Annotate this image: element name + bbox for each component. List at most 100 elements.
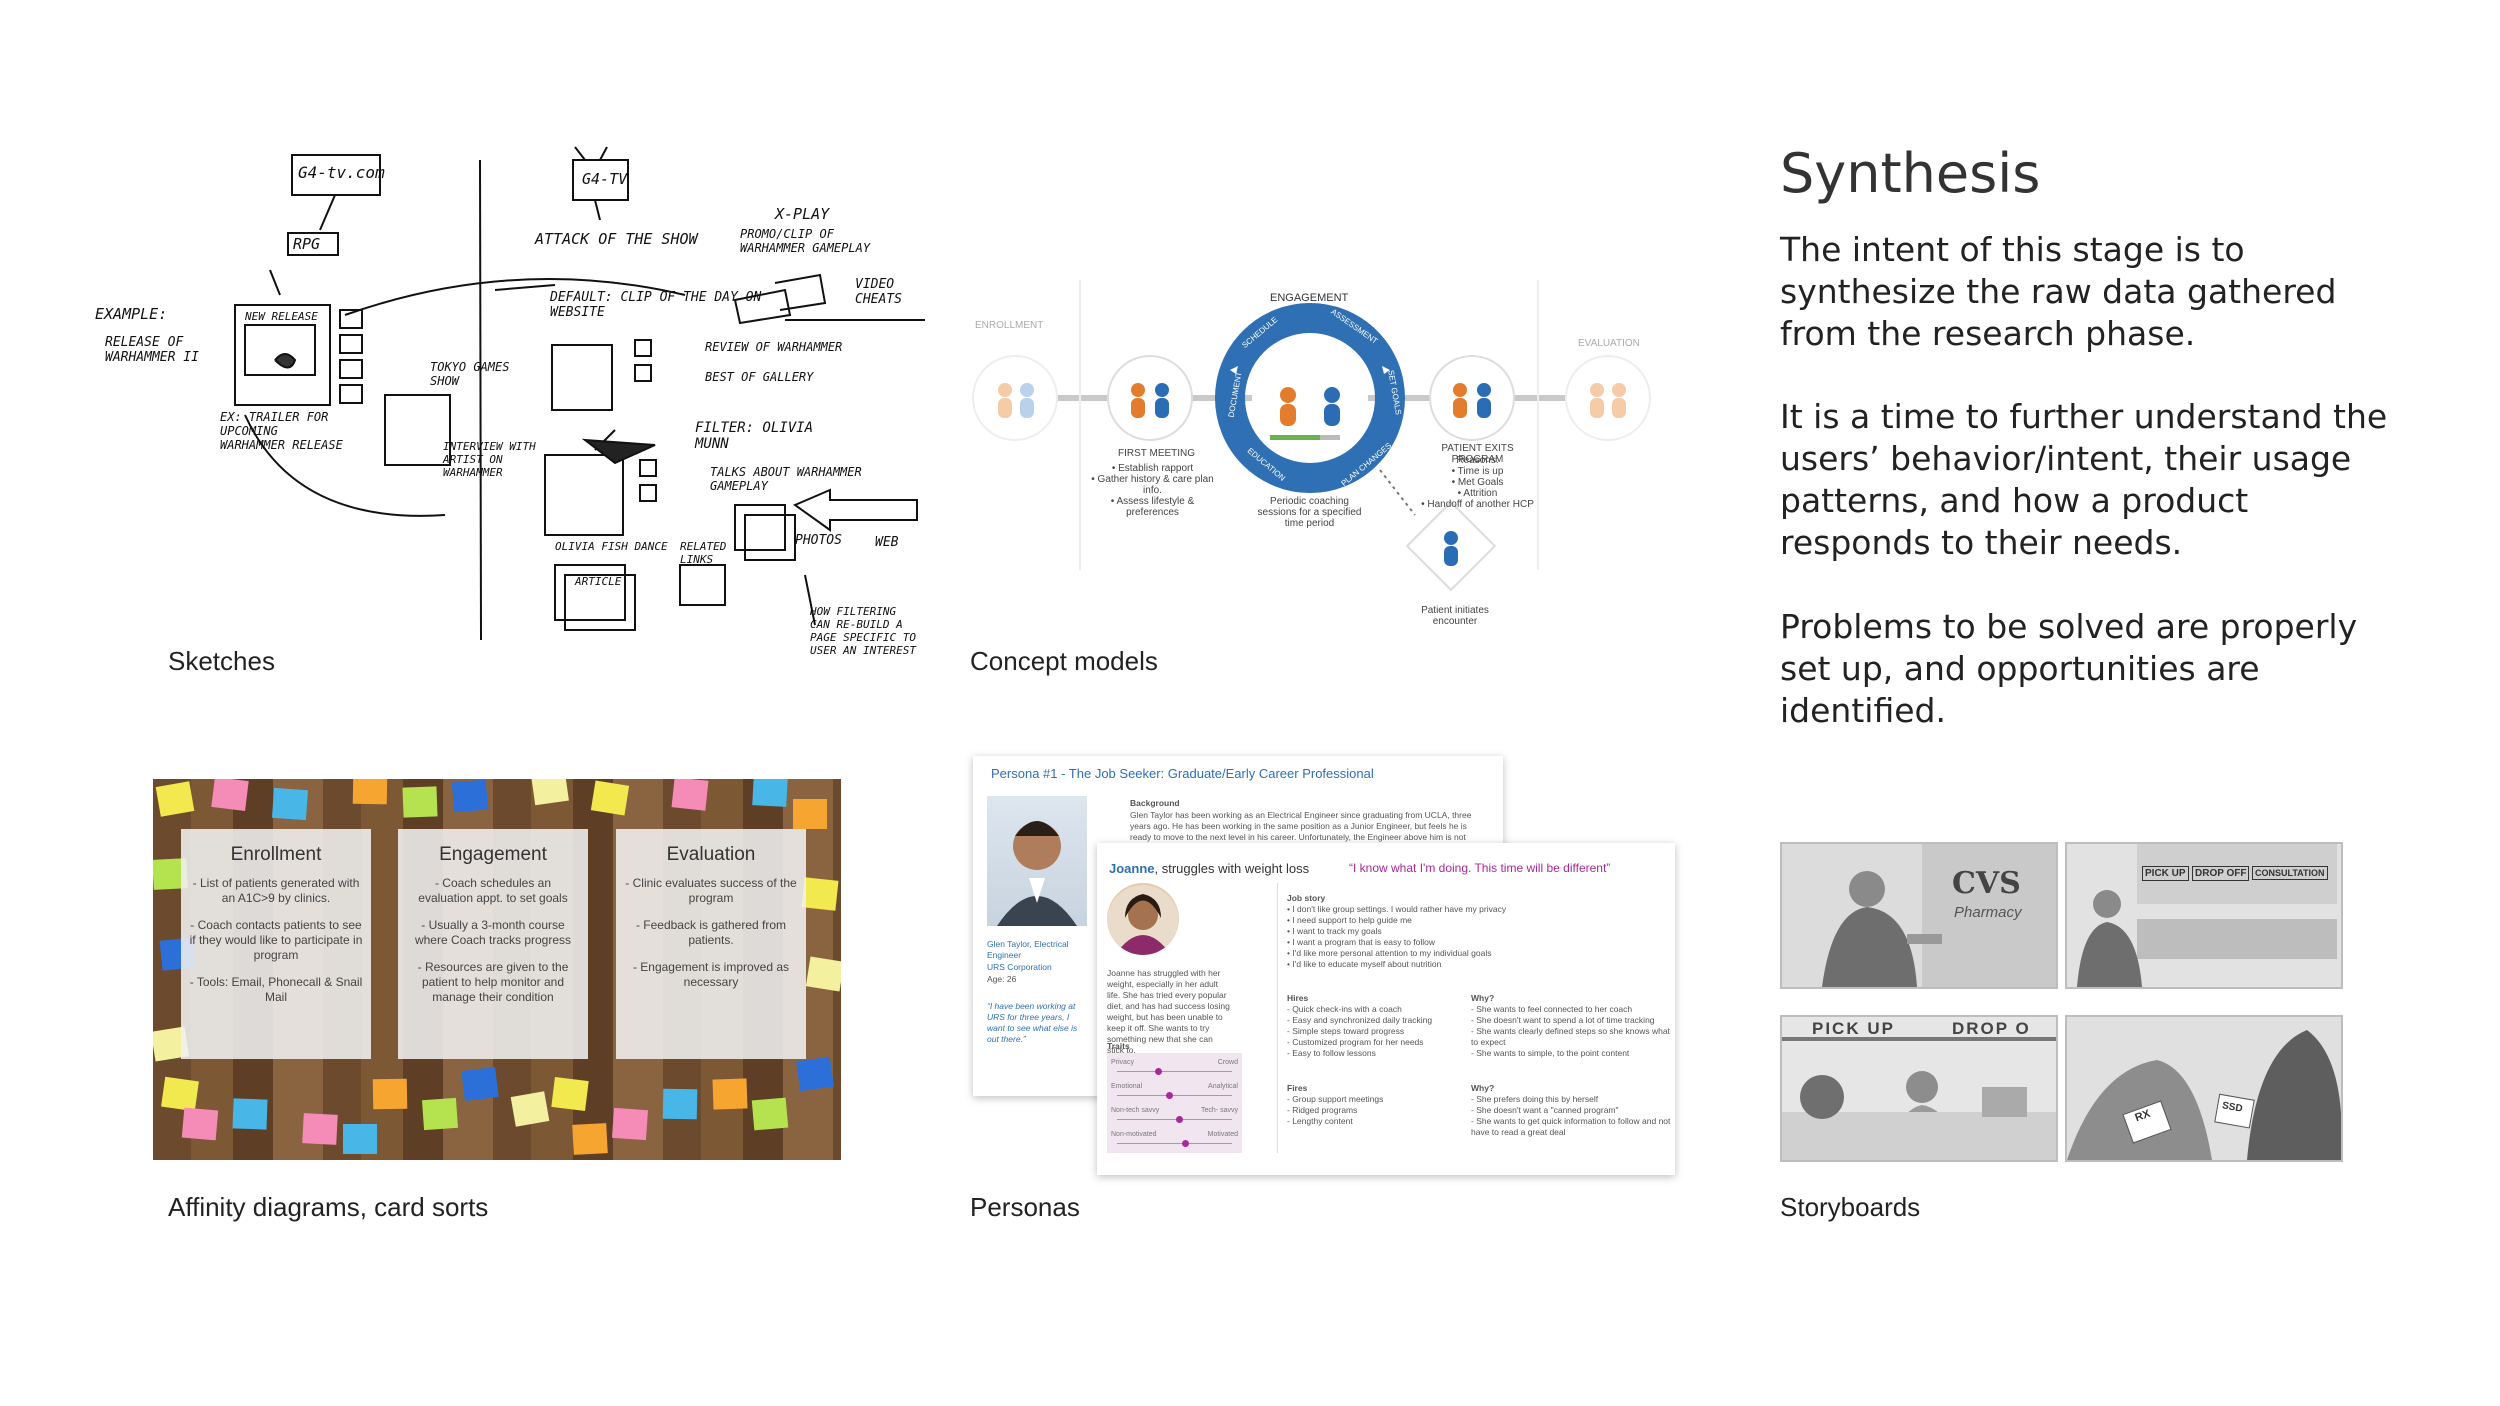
storyboard-frame-2: PICK UP DROP OFF CONSULTATION	[2065, 842, 2343, 989]
sticky-note	[461, 1067, 499, 1101]
trait-track	[1117, 1071, 1232, 1072]
sticky-note	[343, 1124, 377, 1154]
storyboard-consultation-sign: CONSULTATION	[2252, 866, 2328, 880]
caption-concept-models: Concept models	[970, 646, 1158, 676]
trait-marker	[1181, 1140, 1189, 1147]
sticky-note	[662, 1088, 698, 1120]
exit-reason: • Handoff of another HCP	[1421, 499, 1534, 510]
trait-left-label: Privacy	[1111, 1059, 1134, 1066]
sketch-label-rpg: RPG	[293, 235, 321, 253]
concept-evaluation-label: EVALUATION	[1578, 338, 1640, 349]
trait-right-label: Tech- savvy	[1201, 1107, 1238, 1114]
storyboard-drop-banner: DROP O	[1952, 1019, 2031, 1038]
hires-item: - Easy to follow lessons	[1287, 1048, 1376, 1058]
persona1-company: URS Corporation	[987, 962, 1052, 972]
persona2-bio: Joanne has struggled with her weight, es…	[1107, 968, 1230, 1055]
affinity-photo: Enrollment - List of patients generated …	[153, 779, 841, 1160]
sketch-label-attack: ATTACK OF THE SHOW	[535, 230, 698, 248]
sketch-label-olivia: OLIVIA FISH DANCE	[555, 540, 668, 553]
trait-row: Non-tech savvy Tech- savvy	[1107, 1107, 1242, 1127]
storyboard-dropoff-sign: DROP OFF	[2192, 866, 2250, 881]
affinity-card-item: - Coach contacts patients to see if they…	[189, 918, 363, 962]
concept-engagement-label: ENGAGEMENT	[1270, 292, 1349, 304]
sketch-label-gallery: BEST OF GALLERY	[705, 370, 814, 384]
sticky-note	[181, 1107, 219, 1141]
concept-exits: PATIENT EXITS PROGRAM	[1441, 443, 1514, 465]
affinity-card-item: - Clinic evaluates success of the progra…	[625, 876, 797, 905]
concept-exit-reasons: Reasons: • Time is up • Met Goals • Attr…	[1420, 455, 1535, 510]
storyboard-frame-3: PICK UP DROP O	[1780, 1015, 2058, 1162]
trait-track	[1117, 1143, 1232, 1144]
sketch-label-xplay: X-PLAY	[775, 205, 830, 223]
storyboard-sketch-3	[1782, 1017, 2056, 1160]
sticky-note	[793, 799, 827, 829]
persona2-why2: - She prefers doing this by herself - Sh…	[1471, 1094, 1671, 1138]
affinity-card-enrollment: Enrollment - List of patients generated …	[181, 829, 371, 1059]
job-story-item: • I don't like group settings. I would r…	[1287, 904, 1507, 914]
fires-item: - Ridged programs	[1287, 1105, 1358, 1115]
persona-card-joanne: Joanne, struggles with weight loss “I kn…	[1097, 843, 1675, 1175]
sticky-note	[161, 1076, 199, 1112]
persona2-fires: - Group support meetings - Ridged progra…	[1287, 1094, 1467, 1127]
sketch-label-tokyo: TOKYO GAMES SHOW	[430, 360, 510, 388]
first-meeting-item: • Establish rapport	[1111, 463, 1194, 474]
trait-track	[1117, 1095, 1232, 1096]
sticky-note	[712, 1078, 748, 1110]
affinity-card-item: - List of patients generated with an A1C…	[192, 876, 360, 905]
caption-affinity: Affinity diagrams, card sorts	[168, 1192, 489, 1222]
job-story-item: • I want to track my goals	[1287, 926, 1382, 936]
sticky-note	[211, 779, 249, 811]
sticky-note	[510, 1091, 550, 1127]
storyboard-cvs: CVS	[1952, 866, 2021, 901]
storyboard-sketch-4	[2067, 1017, 2341, 1160]
why-item: - She doesn't want a "canned program"	[1471, 1105, 1619, 1115]
trait-right-label: Motivated	[1207, 1131, 1238, 1138]
persona2-subtitle: , struggles with weight loss	[1154, 861, 1310, 876]
sticky-note	[531, 779, 569, 806]
storyboard-pickup-banner: PICK UP	[1812, 1019, 1895, 1038]
trait-left-label: Emotional	[1111, 1083, 1143, 1090]
sticky-note	[752, 779, 788, 807]
sticky-note	[451, 779, 489, 813]
trait-marker	[1165, 1092, 1173, 1099]
sketch-label-release: RELEASE OF WARHAMMER II	[105, 335, 199, 365]
synthesis-title: Synthesis	[1780, 142, 2041, 205]
sketch-label-default: DEFAULT: CLIP OF THE DAY ON WEBSITE	[550, 290, 762, 320]
hires-item: - Simple steps toward progress	[1287, 1026, 1405, 1036]
job-story-item: • I need support to help guide me	[1287, 915, 1412, 925]
sketch-image: G4-tv.com RPG G4-TV ATTACK OF THE SHOW X…	[95, 145, 925, 705]
why-item: - She doesn't want to spend a lot of tim…	[1471, 1015, 1655, 1025]
sketch-label-video-cheats: VIDEO CHEATS	[855, 277, 902, 307]
persona1-background-text: Glen Taylor has been working as an Elect…	[1130, 810, 1472, 842]
persona2-hires-label: Hires	[1287, 993, 1309, 1003]
concept-enrollment-label: ENROLLMENT	[975, 320, 1044, 331]
job-story-item: • I want a program that is easy to follo…	[1287, 937, 1436, 947]
storyboard-pharmacy: Pharmacy	[1954, 904, 2022, 921]
persona1-portrait	[997, 821, 1077, 926]
sketch-label-interview: INTERVIEW WITH ARTIST ON WARHAMMER	[443, 440, 536, 479]
caption-sketches: Sketches	[168, 646, 275, 676]
concept-periodic: Periodic coaching sessions for a specifi…	[1257, 496, 1362, 529]
fires-item: - Lengthy content	[1287, 1116, 1353, 1126]
sketch-label-new-release: NEW RELEASE	[245, 310, 318, 323]
affinity-card-item: - Resources are given to the patient to …	[417, 960, 569, 1004]
sticky-note	[271, 787, 309, 821]
affinity-card-item: - Engagement is improved as necessary	[632, 960, 790, 989]
persona2-job-story-label: Job story	[1287, 893, 1326, 903]
sketch-label-filter: FILTER: OLIVIA MUNN	[695, 420, 814, 452]
synthesis-paragraph-3: Problems to be solved are properly set u…	[1780, 607, 2358, 730]
sketch-label-talks: TALKS ABOUT WARHAMMER GAMEPLAY	[710, 465, 862, 493]
persona2-portrait	[1107, 885, 1179, 955]
sticky-note	[801, 877, 839, 911]
why-item: - She wants to get quick information to …	[1471, 1116, 1671, 1137]
sticky-note	[302, 1113, 338, 1145]
concept-initiates: Patient initiates encounter	[1421, 605, 1489, 627]
affinity-card-title: Evaluation	[666, 844, 756, 865]
persona2-why1: - She wants to feel connected to her coa…	[1471, 1004, 1671, 1059]
persona2-hires: - Quick check-ins with a coach - Easy an…	[1287, 1004, 1467, 1059]
synthesis-paragraph-2: It is a time to further understand the u…	[1780, 397, 2388, 562]
exit-reason: • Met Goals	[1451, 477, 1504, 488]
storyboard-frame-4: RX SSD	[2065, 1015, 2343, 1162]
trait-left-label: Non-tech savvy	[1111, 1107, 1160, 1114]
